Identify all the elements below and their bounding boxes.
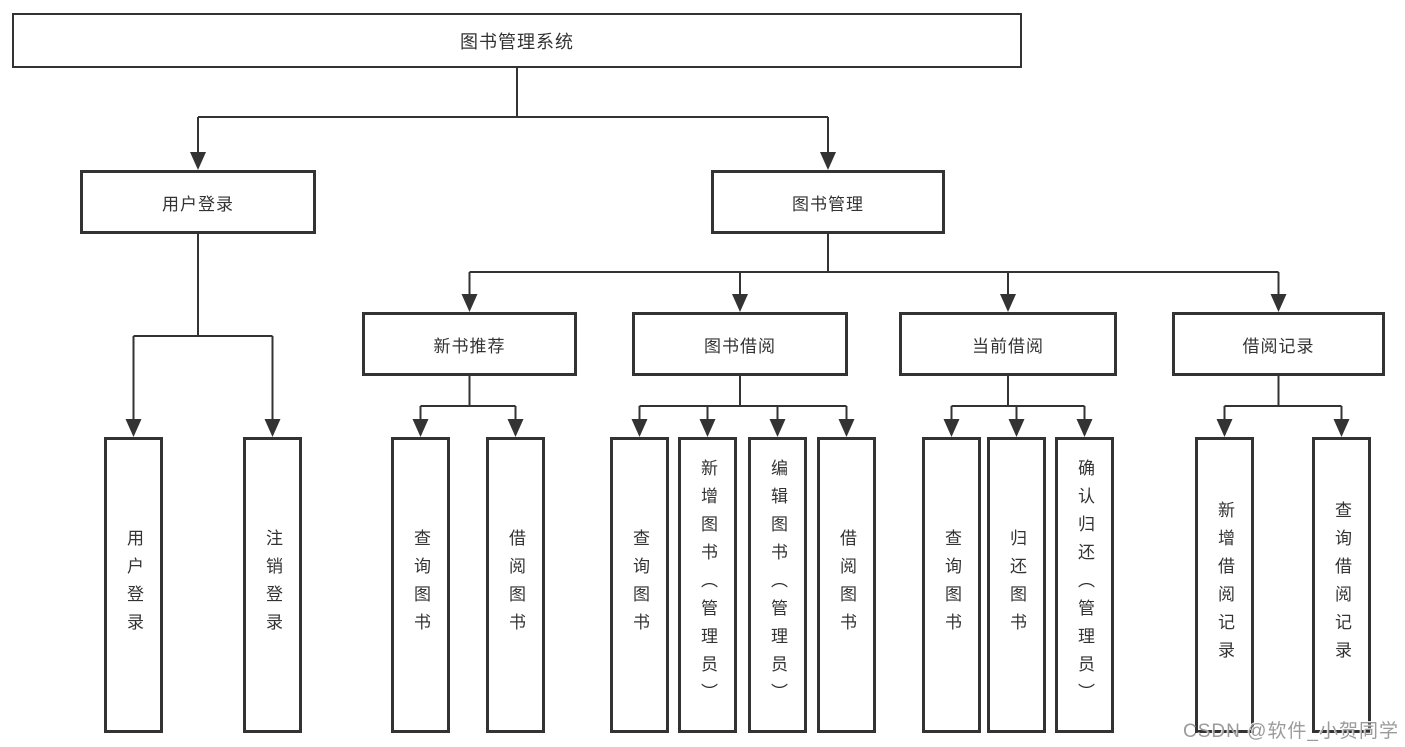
node-label: 新书推荐: [433, 336, 506, 356]
node-query-books-borrowing: 查询图书: [610, 437, 669, 733]
node-label: 图书管理: [792, 194, 864, 214]
node-label: 借阅图书: [506, 529, 525, 641]
node-label: 用户登录: [124, 529, 143, 641]
node-label: 查询图书: [411, 529, 430, 641]
node-label: 查询图书: [630, 529, 649, 641]
node-label: 图书管理系统: [460, 31, 574, 52]
node-label: 编辑图书（管理员）: [768, 459, 787, 711]
node-label: 确认归还（管理员）: [1075, 459, 1094, 711]
node-label: 当前借阅: [972, 336, 1044, 356]
node-new-book-recommendation: 新书推荐: [362, 312, 577, 376]
node-label: 借阅图书: [837, 529, 856, 641]
node-book-borrowing: 图书借阅: [632, 312, 848, 376]
node-user-login-action: 用户登录: [104, 437, 163, 733]
node-label: 用户登录: [162, 194, 234, 214]
node-label: 注销登录: [263, 529, 282, 641]
node-logout: 注销登录: [243, 437, 302, 733]
node-query-books-current: 查询图书: [922, 437, 981, 733]
node-label: 归还图书: [1007, 529, 1026, 641]
node-add-books-admin: 新增图书（管理员）: [678, 437, 737, 733]
node-book-management: 图书管理: [711, 170, 945, 234]
node-borrow-books: 借阅图书: [817, 437, 876, 733]
node-query-borrow-record: 查询借阅记录: [1312, 437, 1371, 733]
node-label: 查询图书: [942, 529, 961, 641]
node-label: 借阅记录: [1242, 336, 1315, 356]
node-query-books-recommend: 查询图书: [391, 437, 450, 733]
node-user-login: 用户登录: [80, 170, 316, 234]
node-edit-books-admin: 编辑图书（管理员）: [748, 437, 807, 733]
node-borrow-books-recommend: 借阅图书: [486, 437, 545, 733]
node-return-books: 归还图书: [987, 437, 1046, 733]
node-label: 新增借阅记录: [1215, 501, 1234, 669]
watermark: CSDN @软件_小贺同学: [1183, 721, 1399, 742]
node-current-borrowing: 当前借阅: [899, 312, 1117, 376]
node-label: 新增图书（管理员）: [698, 459, 717, 711]
node-library-management-system: 图书管理系统: [12, 13, 1022, 68]
node-label: 图书借阅: [704, 336, 776, 356]
node-add-borrow-record: 新增借阅记录: [1195, 437, 1254, 733]
node-borrowing-records: 借阅记录: [1172, 312, 1385, 376]
node-confirm-return-admin: 确认归还（管理员）: [1055, 437, 1114, 733]
node-label: 查询借阅记录: [1332, 501, 1351, 669]
